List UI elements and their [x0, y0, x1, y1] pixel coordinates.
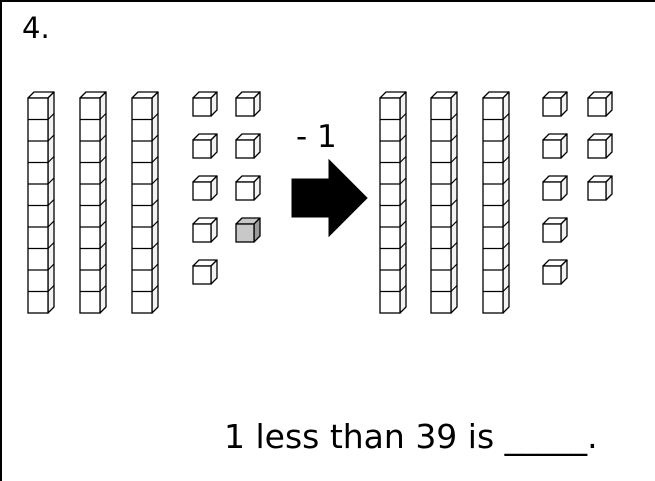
after-ones-cube [542, 259, 568, 285]
after-ones-cube [542, 217, 568, 243]
after-ones-cube [587, 175, 613, 201]
before-ones-cube [235, 175, 261, 201]
before-blocks [27, 91, 261, 314]
before-ones-cube [235, 133, 261, 159]
right-arrow-shape [291, 158, 368, 238]
operation-label: - 1 [296, 119, 337, 155]
problem-number: 4. [22, 11, 50, 45]
before-tens-rod [27, 91, 55, 314]
answer-sentence: 1 less than 39 is _____. [224, 417, 598, 456]
right-arrow-icon [291, 158, 368, 238]
before-tens-rod [79, 91, 107, 314]
after-ones-cube [542, 133, 568, 159]
before-ones-cube [192, 259, 218, 285]
after-ones-cube [542, 91, 568, 117]
before-ones-cube [192, 217, 218, 243]
before-tens-rod [131, 91, 159, 314]
before-ones-cube [192, 91, 218, 117]
after-tens-rod [379, 91, 407, 314]
after-ones-cube [587, 133, 613, 159]
after-ones-cube [587, 91, 613, 117]
after-tens-rod [430, 91, 458, 314]
before-ones-cube [192, 133, 218, 159]
after-tens-rod [482, 91, 510, 314]
before-ones-cube [192, 175, 218, 201]
before-ones-cube-removed [235, 217, 261, 243]
after-blocks [379, 91, 613, 314]
after-ones-cube [542, 175, 568, 201]
before-ones-cube [235, 91, 261, 117]
